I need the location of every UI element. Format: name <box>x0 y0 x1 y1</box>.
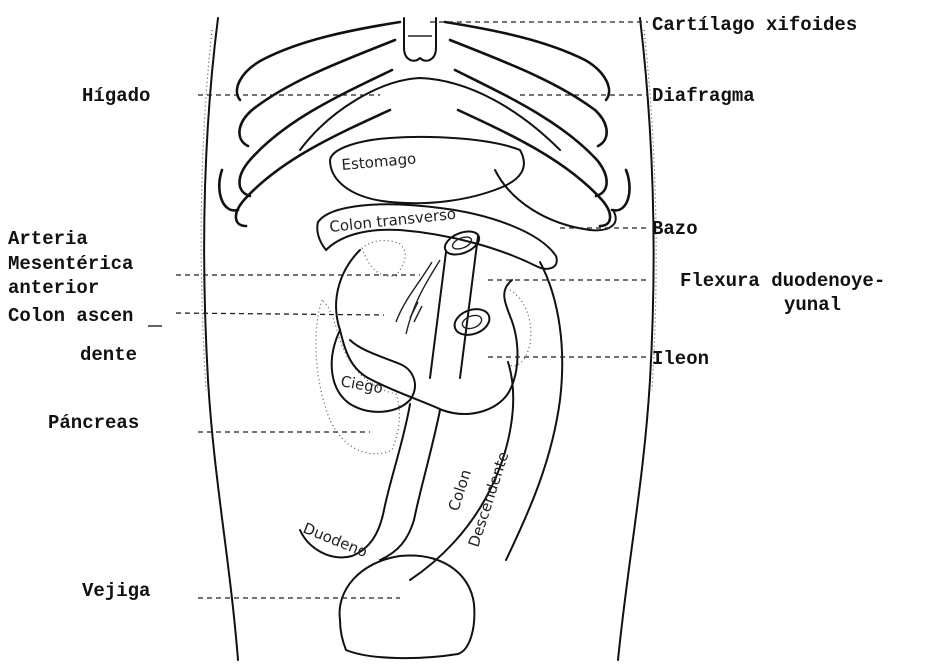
label-arteria-line2: Mesentérica <box>8 253 133 275</box>
xiphoid-cartilage <box>404 18 436 61</box>
label-vejiga: Vejiga <box>82 580 150 602</box>
label-colon-descendente-2: Descendente <box>465 450 513 550</box>
label-ileon: Ileon <box>652 348 709 370</box>
label-cartilago-xifoides: Cartílago xifoides <box>652 14 857 36</box>
spleen <box>495 170 616 230</box>
descending-colon <box>506 262 562 560</box>
label-arteria-line3: anterior <box>8 277 99 299</box>
label-diafragma: Diafragma <box>652 85 755 107</box>
duodenojejunal-flexure <box>451 305 493 340</box>
bladder <box>340 555 475 658</box>
label-flexura-line1: Flexura duodenoye- <box>680 270 885 292</box>
label-flexura-line2: yunal <box>784 294 841 316</box>
label-higado: Hígado <box>82 85 150 107</box>
label-bazo: Bazo <box>652 218 698 240</box>
mesenteric-artery <box>396 227 482 378</box>
diaphragm-line <box>300 78 560 150</box>
label-duodeno: Duodeno <box>301 519 370 561</box>
label-colon-ascendente-line1: Colon ascen <box>8 305 133 327</box>
label-estomago: Estomago <box>341 150 417 174</box>
pancreas <box>316 241 531 454</box>
label-colon-ascendente-line2: dente <box>80 344 137 366</box>
label-ciego: Ciego <box>339 372 384 397</box>
leader-lines <box>176 22 648 598</box>
label-colon-transverso: Colon transverso <box>329 205 457 236</box>
rib-cage <box>219 22 629 226</box>
label-colon-descendente-1: Colon <box>445 467 475 513</box>
label-pancreas: Páncreas <box>48 412 139 434</box>
body-outline <box>201 18 656 660</box>
label-arteria-line1: Arteria <box>8 228 88 250</box>
